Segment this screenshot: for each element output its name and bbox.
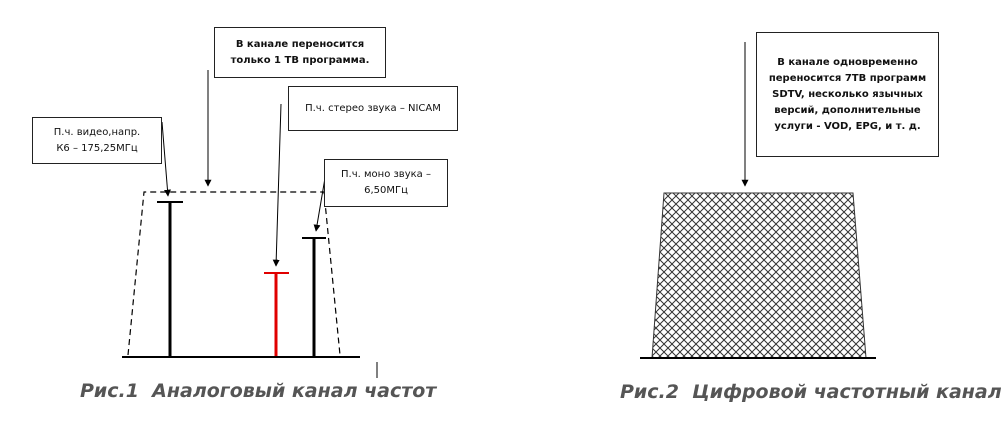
- channel-note-box: В канале переносится только 1 ТВ програм…: [214, 27, 386, 78]
- nicam-arrow: [272, 103, 282, 267]
- channel-envelope: [127, 191, 341, 356]
- mono-arrow: [313, 177, 326, 232]
- figure2-caption: Рис.2 Цифровой частотный канал: [620, 381, 1001, 403]
- analog-channel-figure: [122, 70, 378, 378]
- video-label-box: П.ч. видео,напр. К6 – 175,25МГц: [32, 117, 162, 164]
- nicam-label-box: П.ч. стерео звука – NICAM: [288, 86, 458, 131]
- digital-channel-figure: [640, 42, 876, 359]
- digital-spectrum-block: [651, 192, 867, 359]
- digital-note-box: В канале одновременно переносится 7ТВ пр…: [756, 32, 939, 157]
- figure1-caption: Рис.1 Аналоговый канал частот: [80, 380, 437, 402]
- mono-label-box: П.ч. моно звука – 6,50МГц: [324, 159, 448, 207]
- video-arrow: [161, 121, 171, 197]
